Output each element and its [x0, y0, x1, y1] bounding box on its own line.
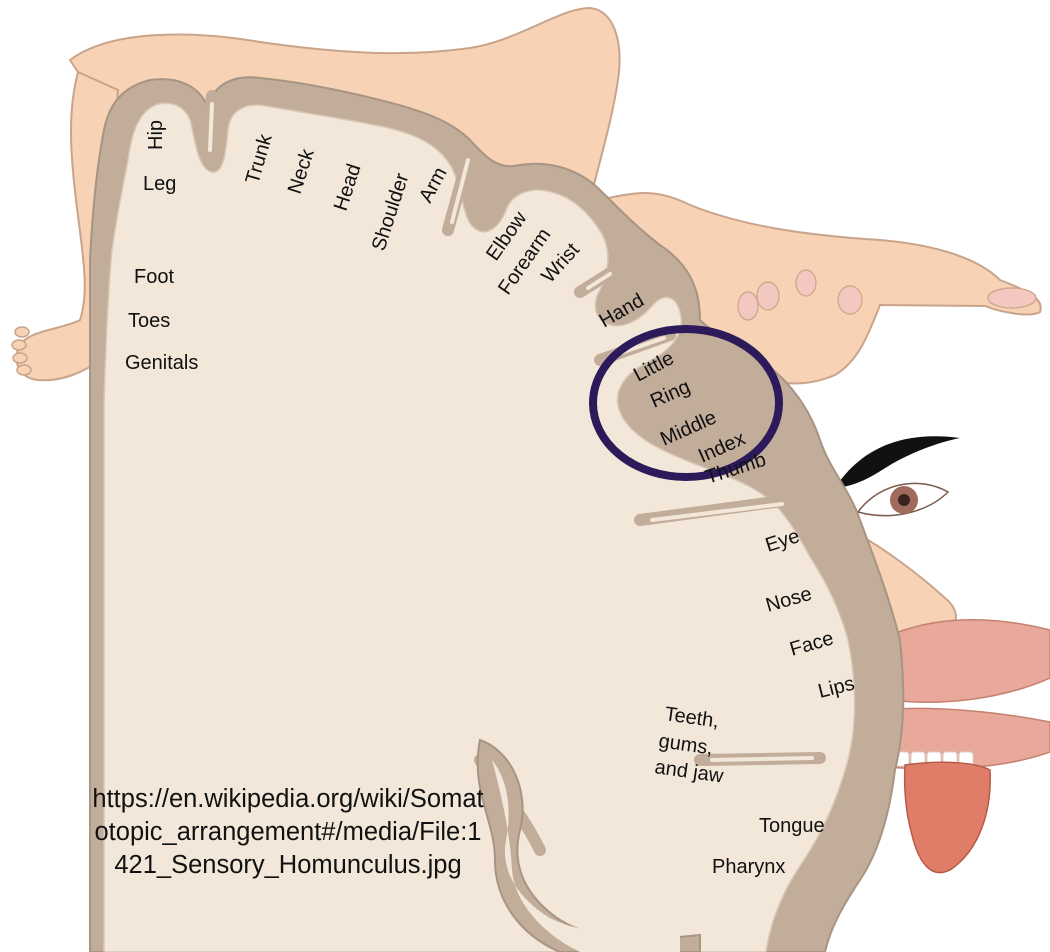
- label-foot: Foot: [134, 266, 174, 288]
- label-hip: Hip: [145, 120, 167, 150]
- label-toes: Toes: [128, 310, 170, 332]
- tongue-illustration: [905, 762, 991, 872]
- label-genitals: Genitals: [125, 352, 198, 374]
- source-url-caption: https://en.wikipedia.org/wiki/Somatotopi…: [88, 783, 488, 882]
- label-leg: Leg: [143, 173, 176, 195]
- eye-illustration: [858, 483, 948, 515]
- upper-lip-illustration: [880, 620, 1050, 702]
- label-tongue: Tongue: [759, 815, 825, 837]
- eyebrow-illustration: [835, 436, 960, 488]
- label-pharynx: Pharynx: [712, 856, 785, 878]
